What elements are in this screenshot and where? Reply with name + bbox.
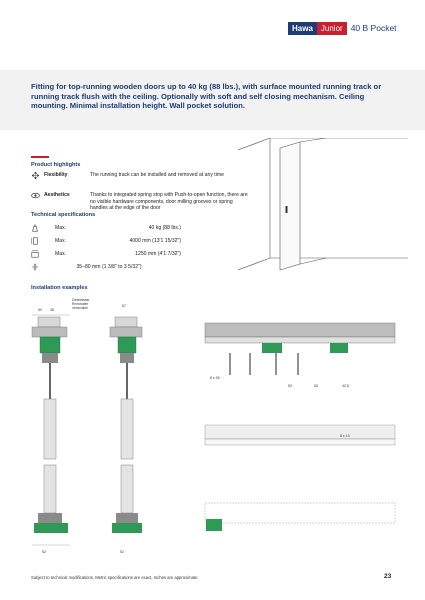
svg-text:52: 52 (120, 550, 124, 554)
section-rule (31, 156, 49, 158)
highlight-text: The running track can be installed and r… (90, 172, 224, 178)
brand-name: Hawa (288, 22, 317, 35)
highlight-flexibility: Flexibility The running track can be ins… (31, 172, 251, 188)
svg-text:8 x 26: 8 x 26 (210, 376, 220, 380)
svg-text:52: 52 (288, 384, 292, 388)
spec-key: Max. (55, 251, 67, 257)
door-width-icon (31, 250, 39, 258)
section-drawing-3: 52 63 42,5 8 x 26 8 x 13 (204, 322, 396, 531)
spec-key: Max. (55, 238, 67, 244)
svg-text:50: 50 (38, 308, 42, 312)
installation-drawings: Detentstar Removable /removable 50 38 52… (31, 298, 396, 554)
spec-height: Max. 4000 mm (13'1 15/32") (31, 237, 181, 247)
move-arrows-icon (31, 172, 40, 179)
highlights-title: Product highlights (31, 162, 81, 168)
highlight-aesthetics: Aesthetics Thanks to integrated spring s… (31, 192, 251, 222)
svg-text:8 x 13: 8 x 13 (340, 434, 350, 438)
spec-weight: Max. 40 kg (88 lbs.) (31, 224, 181, 234)
spec-key: Max. (55, 225, 67, 231)
product-model: 40 B Pocket (350, 23, 397, 33)
door-thickness-icon (31, 263, 39, 271)
svg-text:42,5: 42,5 (342, 384, 349, 388)
pocket-door-illustration (238, 138, 408, 271)
intro-text: Fitting for top-running wooden doors up … (31, 82, 382, 111)
spec-width: Max. 1250 mm (4'1 7/32") (31, 250, 181, 260)
page-number: 23 (384, 573, 392, 580)
specs-title: Technical specifications (31, 212, 96, 218)
eye-icon (31, 192, 40, 199)
spec-value: 35–80 mm (1 3/8" to 3 5/32") (76, 264, 142, 270)
spec-value: 40 kg (88 lbs.) (148, 225, 181, 231)
brand-badge: Hawa Junior 40 B Pocket (288, 22, 401, 35)
svg-text:Removable: Removable (72, 302, 88, 306)
intro-band (0, 70, 425, 130)
spec-value: 1250 mm (4'1 7/32") (135, 251, 181, 257)
detent-label: Detentstar (72, 298, 90, 302)
door-height-icon (31, 237, 38, 245)
spec-value: 4000 mm (13'1 15/32") (129, 238, 181, 244)
footer-note: Subject to technical modifications. Metr… (31, 575, 199, 580)
svg-text:63: 63 (314, 384, 318, 388)
section-drawing-2: 67 52 (109, 304, 143, 554)
highlight-label: Flexibility (44, 172, 68, 178)
svg-text:/removable: /removable (72, 306, 88, 310)
weight-icon (32, 224, 38, 232)
highlight-label: Aesthetics (44, 192, 70, 198)
spec-thickness: 35–80 mm (1 3/8" to 3 5/32") (31, 263, 181, 273)
section-drawing-1: Detentstar Removable /removable 50 38 52 (31, 298, 90, 554)
svg-text:38: 38 (50, 308, 54, 312)
highlight-text: Thanks to integrated spring stop with Pu… (90, 192, 248, 211)
product-line: Junior (316, 22, 347, 35)
installation-title: Installation examples (31, 285, 88, 291)
svg-text:52: 52 (42, 550, 46, 554)
svg-text:67: 67 (122, 304, 126, 308)
